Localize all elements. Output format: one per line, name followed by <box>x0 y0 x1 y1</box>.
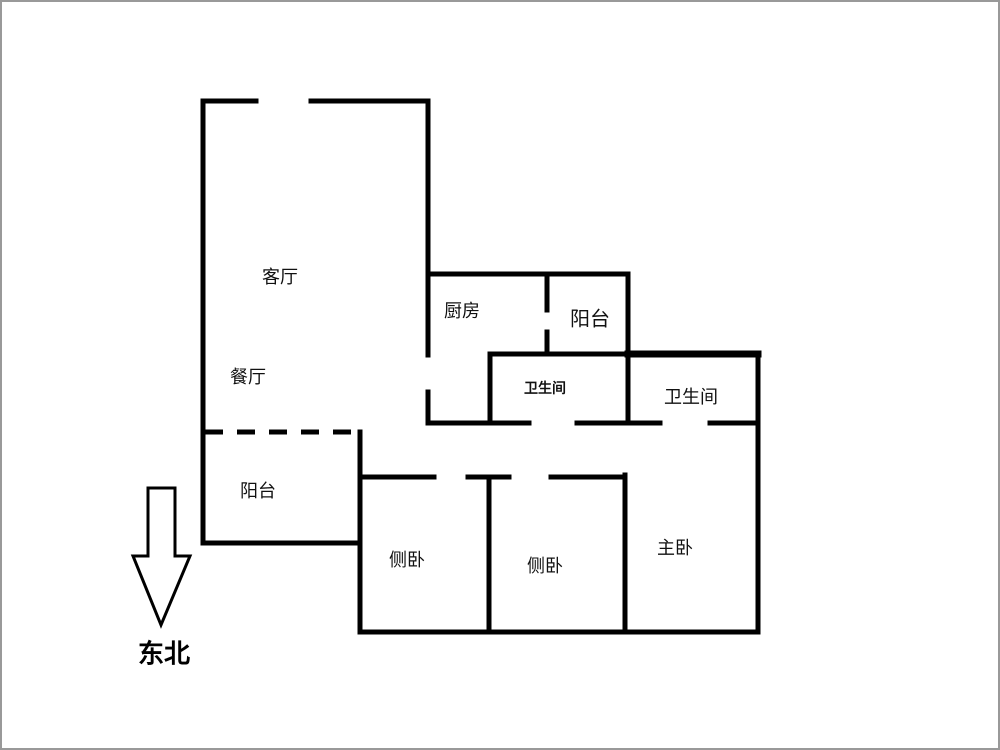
walls <box>200 98 762 635</box>
room-label-living-room: 客厅 <box>262 267 298 288</box>
room-label-balcony: 阳台 <box>240 481 276 502</box>
room-label-side-bedroom-2: 侧卧 <box>527 556 563 577</box>
room-label-kitchen: 厨房 <box>444 301 480 322</box>
compass-label: 东北 <box>138 639 190 670</box>
compass: 东北 <box>130 486 193 670</box>
room-label-master-bedroom: 主卧 <box>657 538 693 559</box>
room-label-kitchen-balcony: 阳台 <box>570 307 610 331</box>
down-arrow-icon <box>130 486 193 629</box>
room-label-bathroom-small: 卫生间 <box>524 380 566 397</box>
room-label-bathroom-master: 卫生间 <box>664 387 718 408</box>
room-label-side-bedroom-1: 侧卧 <box>389 550 425 571</box>
room-label-dining-room: 餐厅 <box>230 367 266 388</box>
